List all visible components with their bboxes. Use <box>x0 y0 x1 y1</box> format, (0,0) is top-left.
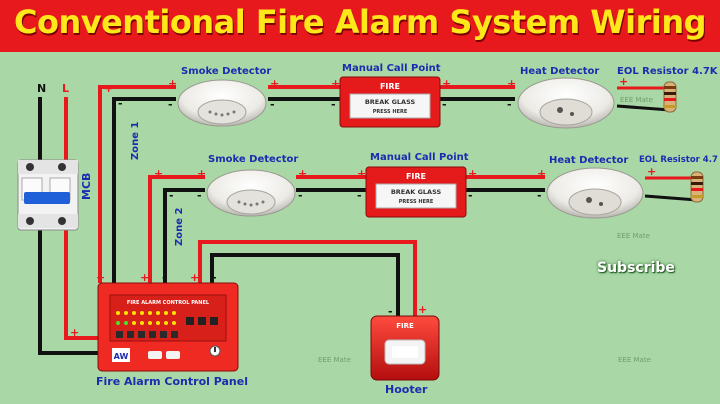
polarity-plus: + <box>270 77 280 90</box>
watermark: EEE Mate <box>620 96 653 104</box>
watermark: EEE Mate <box>618 356 651 364</box>
mcb-to-panel-wires <box>38 228 100 355</box>
polarity-plus: + <box>537 167 547 180</box>
call-point-1-sub-text: PRESS HERE <box>373 109 408 115</box>
polarity-plus: + <box>442 77 452 90</box>
polarity-minus: - <box>169 189 174 202</box>
heat-detector-1 <box>517 77 615 129</box>
hooter-sounder: FIRE <box>370 315 440 381</box>
smoke-detector-2 <box>206 169 296 217</box>
polarity-plus: + <box>418 303 428 316</box>
polarity-plus: + <box>468 167 478 180</box>
manual-call-point-2: FIRE BREAK GLASS PRESS HERE <box>365 166 467 218</box>
polarity-minus: - <box>507 98 512 111</box>
title-bar <box>0 0 720 52</box>
polarity-minus: - <box>212 271 217 284</box>
smoke-detector-1-label: Smoke Detector <box>181 66 272 77</box>
hooter-label: Hooter <box>385 383 428 396</box>
call-point-1-glass-text: BREAK GLASS <box>365 98 416 106</box>
supply-wires <box>38 97 68 165</box>
smoke-detector-1 <box>177 79 267 127</box>
polarity-plus: + <box>507 77 517 90</box>
zone-2-wires <box>148 175 698 283</box>
polarity-plus: + <box>96 271 106 284</box>
polarity-plus: + <box>154 167 164 180</box>
manual-call-point-1: FIRE BREAK GLASS PRESS HERE <box>339 76 441 128</box>
zone-1-label: Zone 1 <box>130 121 141 160</box>
panel-header: FIRE ALARM CONTROL PANEL <box>127 300 210 306</box>
manual-call-point-2-label: Manual Call Point <box>370 152 469 163</box>
smoke-detector-2-label: Smoke Detector <box>208 154 299 165</box>
mcb-breaker <box>17 159 79 231</box>
polarity-minus: - <box>468 189 473 202</box>
polarity-minus: - <box>197 189 202 202</box>
live-label: L <box>62 82 70 95</box>
panel-buttons <box>116 317 218 338</box>
heat-detector-1-label: Heat Detector <box>520 66 600 77</box>
zone-2-label: Zone 2 <box>174 207 185 246</box>
zone-1-wires <box>98 85 671 283</box>
panel-indicator-leds <box>116 311 176 325</box>
manual-call-point-1-label: Manual Call Point <box>342 63 441 74</box>
watermark: EEE Mate <box>318 356 351 364</box>
polarity-minus: - <box>298 189 303 202</box>
polarity-minus: - <box>649 189 654 202</box>
polarity-minus: - <box>270 98 275 111</box>
fire-alarm-control-panel: FIRE ALARM CONTROL PANEL AW <box>97 282 239 372</box>
hooter-wires <box>198 240 417 316</box>
polarity-minus: - <box>168 98 173 111</box>
heat-detector-2 <box>546 167 644 219</box>
neutral-label: N <box>37 82 47 95</box>
polarity-plus: + <box>619 75 629 88</box>
heat-detector-2-label: Heat Detector <box>549 155 629 166</box>
polarity-minus: - <box>537 189 542 202</box>
page-title: Conventional Fire Alarm System Wiring <box>13 3 707 41</box>
call-point-2-header: FIRE <box>406 172 426 181</box>
polarity-minus: - <box>357 189 362 202</box>
polarity-minus: - <box>118 97 123 110</box>
mcb-label: MCB <box>80 172 93 200</box>
polarity-plus: + <box>70 326 80 339</box>
watermark: EEE Mate <box>617 232 650 240</box>
hooter-header: FIRE <box>396 322 414 330</box>
panel-logo: AW <box>114 352 129 361</box>
polarity-minus: - <box>442 98 447 111</box>
polarity-plus: + <box>331 77 341 90</box>
polarity-plus: + <box>197 167 207 180</box>
subscribe-text: Subscribe <box>597 260 675 276</box>
polarity-minus: - <box>112 271 117 284</box>
call-point-1-header: FIRE <box>380 82 400 91</box>
polarity-minus: - <box>162 271 167 284</box>
polarity-plus: + <box>104 82 114 95</box>
polarity-minus: - <box>331 98 336 111</box>
control-panel-label: Fire Alarm Control Panel <box>96 375 248 388</box>
polarity-plus: + <box>168 77 178 90</box>
polarity-plus: + <box>140 271 150 284</box>
call-point-2-glass-text: BREAK GLASS <box>391 188 442 196</box>
eol-resistor-2 <box>690 171 704 203</box>
polarity-plus: + <box>357 167 367 180</box>
eol-resistor-2-label: EOL Resistor 4.7 K <box>639 155 720 165</box>
eol-resistor-1 <box>663 81 677 113</box>
polarity-minus: - <box>621 99 626 112</box>
polarity-plus: + <box>190 271 200 284</box>
polarity-minus: - <box>388 305 393 318</box>
eol-resistor-1-label: EOL Resistor 4.7K <box>617 66 718 77</box>
polarity-plus: + <box>298 167 308 180</box>
call-point-2-sub-text: PRESS HERE <box>399 199 434 205</box>
polarity-plus: + <box>647 165 657 178</box>
